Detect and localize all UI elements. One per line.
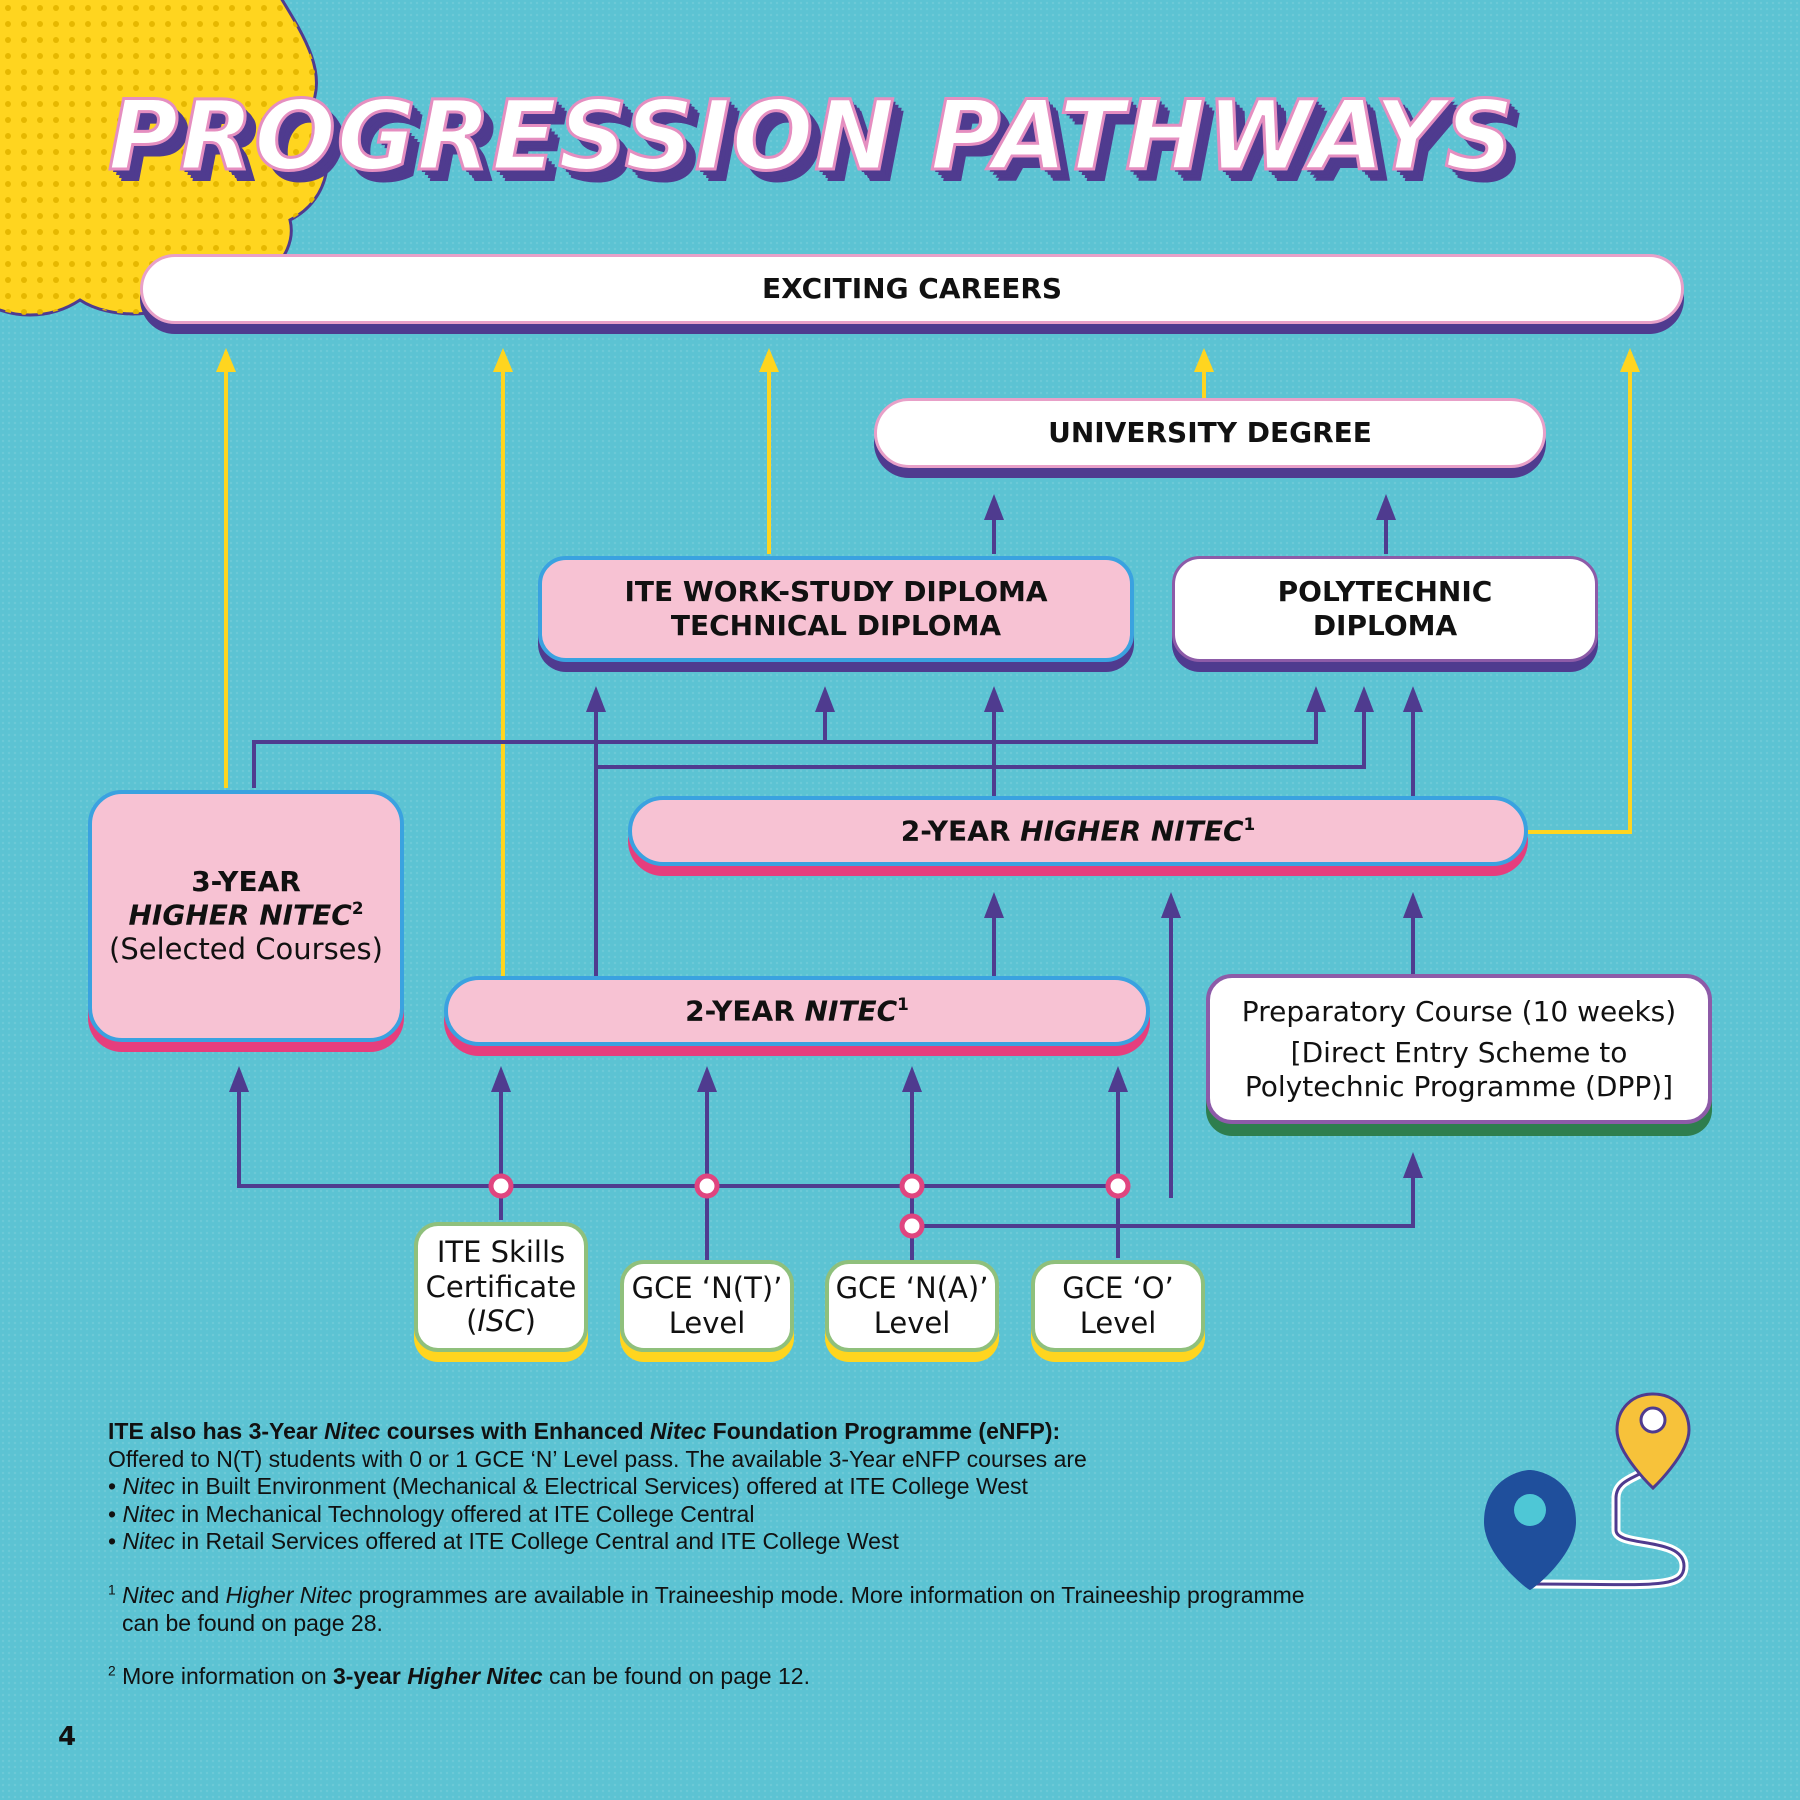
dpp-line1: [Direct Entry Scheme to: [1290, 1036, 1628, 1070]
bullet-3-em: Nitec: [122, 1528, 175, 1555]
footnote-1-rest: programmes are available in Traineeship …: [352, 1581, 1305, 1608]
polytechnic-diploma-line1: POLYTECHNIC: [1277, 575, 1493, 609]
work-study-diploma-box: ITE WORK-STUDY DIPLOMA TECHNICAL DIPLOMA: [538, 556, 1134, 662]
gce-na-line1: GCE ‘N(A)’: [835, 1271, 989, 1306]
footnote-1-em2: Higher Nitec: [225, 1581, 353, 1608]
technical-diploma-label: TECHNICAL DIPLOMA: [670, 609, 1002, 642]
higher-nitec-label: HIGHER NITEC: [128, 898, 352, 932]
two-year-prefix: 2-YEAR: [900, 814, 1021, 848]
university-degree-box: UNIVERSITY DEGREE: [874, 398, 1546, 468]
footnote-1-em1: Nitec: [122, 1581, 175, 1608]
university-degree-label: UNIVERSITY DEGREE: [1048, 416, 1372, 450]
enfp-heading-e: Foundation Programme (eNFP):: [706, 1418, 1061, 1444]
footnote-1-mark: 1: [1243, 814, 1256, 835]
footnote-2-c: Higher Nitec: [407, 1663, 543, 1690]
bullet-1-text: in Built Environment (Mechanical & Elect…: [174, 1473, 1028, 1500]
gce-o-line2: Level: [1079, 1306, 1157, 1340]
nitec-text: NITEC: [804, 994, 898, 1028]
gce-nt-level-box: GCE ‘N(T)’ Level: [620, 1260, 794, 1352]
career-arrowheads: [216, 348, 1640, 372]
isc-open: (: [466, 1304, 478, 1339]
bullet-1-em: Nitec: [122, 1473, 175, 1500]
enfp-bullet: • Nitec in Retail Services offered at IT…: [108, 1528, 899, 1555]
selected-courses-label: (Selected Courses): [109, 932, 383, 967]
gce-na-level-box: GCE ‘N(A)’ Level: [825, 1260, 999, 1352]
isc-line1: ITE Skills: [436, 1234, 566, 1269]
map-pin-route-icon: [1484, 1392, 1691, 1590]
polytechnic-diploma-line2: DIPLOMA: [1312, 609, 1458, 642]
footnotes: ITE also has 3-Year Nitec courses with E…: [108, 1418, 1428, 1691]
enfp-offered: Offered to N(T) students with 0 or 1 GCE…: [108, 1445, 1087, 1472]
bullet-2-text: in Mechanical Technology offered at ITE …: [174, 1500, 755, 1527]
gce-o-level-box: GCE ‘O’ Level: [1031, 1260, 1205, 1352]
gce-nt-line1: GCE ‘N(T)’: [631, 1271, 783, 1306]
nitec-footnote-1-mark: 1: [897, 994, 909, 1015]
enfp-heading: ITE also has 3-Year Nitec courses with E…: [108, 1418, 1428, 1446]
pathway-lines: [237, 500, 1415, 1264]
footnote-2-b: 3-year: [333, 1663, 408, 1690]
two-year-higher-nitec-box: 2-YEAR HIGHER NITEC1: [628, 796, 1528, 866]
bullet-3-text: in Retail Services offered at ITE Colleg…: [174, 1528, 899, 1555]
footnote-1-line2: can be found on page 28.: [122, 1609, 383, 1636]
enfp-bullet: • Nitec in Built Environment (Mechanical…: [108, 1473, 1028, 1500]
exciting-careers-label: EXCITING CAREERS: [761, 272, 1063, 306]
enfp-bullet: • Nitec in Mechanical Technology offered…: [108, 1500, 755, 1527]
enfp-heading-d: Nitec: [650, 1418, 707, 1444]
work-study-diploma-label: ITE WORK-STUDY DIPLOMA: [624, 575, 1048, 609]
prep-course-label: Preparatory Course (10 weeks): [1241, 994, 1677, 1028]
enfp-heading-c: courses with Enhanced: [380, 1418, 650, 1444]
enfp-heading-a: ITE also has 3-Year: [108, 1418, 325, 1444]
footnote-2: 2 More information on 3-year Higher Nite…: [108, 1663, 1428, 1691]
page-title: PROGRESSION PATHWAYS: [106, 80, 1516, 192]
pathway-arrowheads: [229, 494, 1423, 1178]
footnote-2-a: More information on: [122, 1663, 334, 1690]
footnote-1-and: and: [174, 1581, 226, 1608]
footnote-2-number: 2: [108, 1663, 116, 1679]
preparatory-course-box: Preparatory Course (10 weeks) [Direct En…: [1206, 974, 1712, 1124]
footnote-1: 1 Nitec and Higher Nitec programmes are …: [108, 1582, 1428, 1610]
gce-nt-line2: Level: [668, 1306, 746, 1340]
enfp-heading-b: Nitec: [324, 1418, 381, 1444]
gce-na-line2: Level: [873, 1306, 951, 1340]
isc-close: ): [524, 1304, 536, 1339]
bullet-2-em: Nitec: [122, 1500, 175, 1527]
footnote-2-d: can be found on page 12.: [542, 1663, 810, 1690]
isc-abbrev: ISC: [477, 1304, 525, 1339]
nitec-prefix: 2-YEAR: [685, 994, 805, 1028]
higher-nitec-text: HIGHER NITEC: [1020, 814, 1244, 848]
gce-o-line1: GCE ‘O’: [1062, 1271, 1174, 1306]
polytechnic-diploma-box: POLYTECHNIC DIPLOMA: [1172, 556, 1598, 662]
ite-skills-certificate-box: ITE Skills Certificate (ISC): [414, 1222, 588, 1352]
two-year-nitec-box: 2-YEAR NITEC1: [444, 976, 1150, 1046]
exciting-careers-box: EXCITING CAREERS: [140, 254, 1684, 324]
junction-dots: [488, 1173, 1131, 1239]
footnote-1-number: 1: [108, 1582, 116, 1598]
dpp-line2: Polytechnic Programme (DPP)]: [1244, 1069, 1674, 1103]
three-year-label: 3-YEAR: [191, 864, 301, 898]
three-year-higher-nitec-box: 3-YEAR HIGHER NITEC2 (Selected Courses): [88, 790, 404, 1042]
page-number: 4: [58, 1722, 77, 1752]
footnote-2-mark: 2: [351, 898, 364, 919]
isc-line2: Certificate: [425, 1269, 577, 1304]
